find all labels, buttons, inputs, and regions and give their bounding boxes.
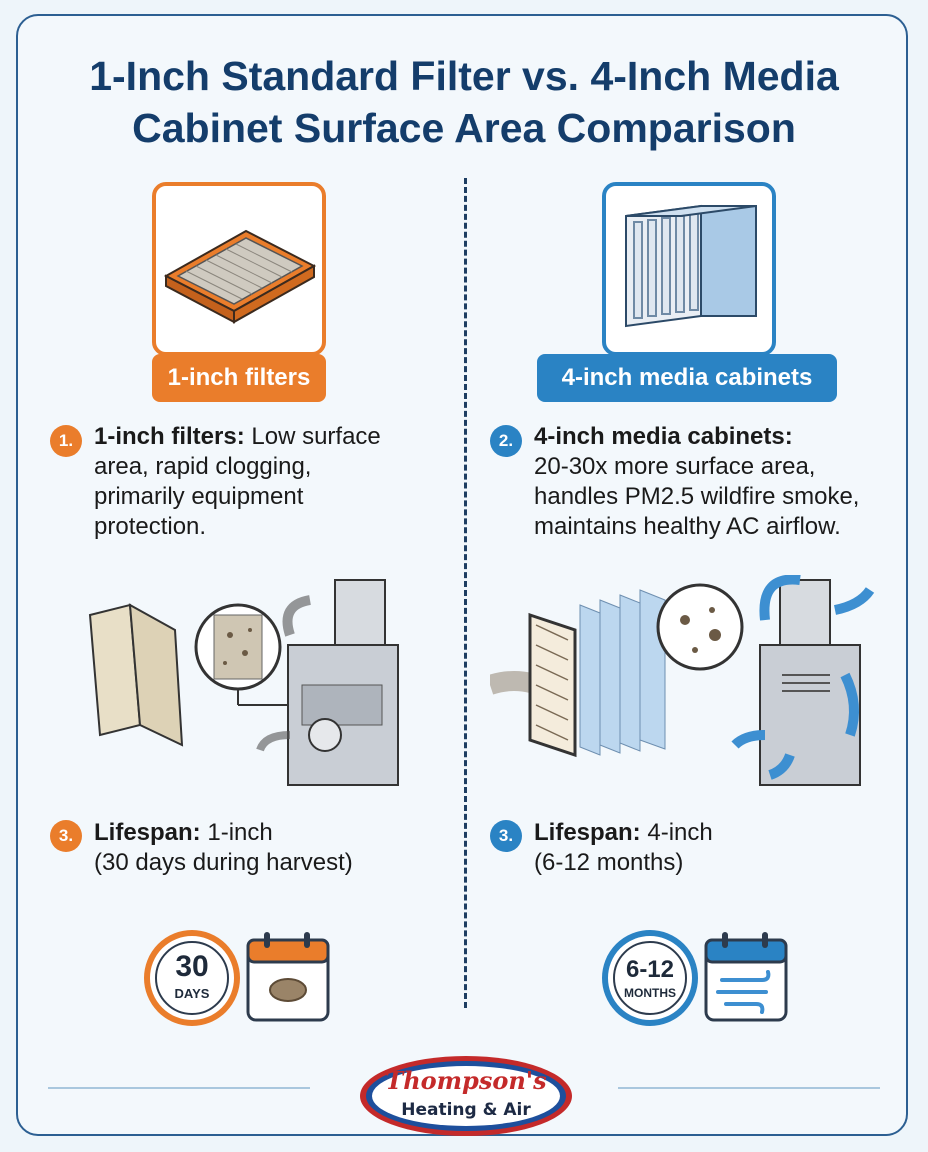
pleated-filter-icon	[88, 603, 184, 747]
months-unit: MONTHS	[624, 986, 676, 1000]
point-2-line-4: maintains healthy AC airflow.	[534, 513, 841, 540]
flat-filter-icon	[163, 229, 317, 324]
media-cabinet-airflow-illustration	[490, 575, 875, 786]
clock-badge-icon: 6-12 MONTHS	[600, 928, 700, 1028]
lifespan-left-heading: Lifespan:	[94, 819, 201, 846]
point-1-line-4: protection.	[94, 513, 207, 540]
lifespan-left-line-2: (30 days during harvest)	[94, 849, 353, 876]
point-number-1: 1.	[50, 425, 82, 457]
title-line-1: 1-Inch Standard Filter vs. 4-Inch Media	[89, 53, 839, 99]
center-divider	[464, 178, 467, 1008]
lifespan-right-line-1: 4-inch	[640, 819, 713, 846]
lifespan-right-line-2: (6-12 months)	[534, 849, 684, 876]
point-1-text: 1-inch filters: Low surface area, rapid …	[94, 422, 381, 542]
logo-name: Thompson's	[385, 1066, 547, 1095]
four-inch-cabinet-card	[602, 182, 776, 356]
one-inch-filters-label: 1-inch filters	[152, 354, 326, 402]
company-logo: Thompson's Heating & Air	[356, 1052, 576, 1140]
point-1-heading: 1-inch filters:	[94, 423, 245, 450]
point-2-line-3: handles PM2.5 wildfire smoke,	[534, 483, 860, 510]
point-number-2: 2.	[490, 425, 522, 457]
point-1-line-1: Low surface	[244, 423, 381, 450]
footer-line-left	[48, 1087, 310, 1089]
lifespan-left-line-1: 1-inch	[200, 819, 273, 846]
media-cabinet-icon	[625, 204, 757, 328]
point-2-heading: 4-inch media cabinets:	[534, 423, 793, 450]
point-2-text: 4-inch media cabinets: 20-30x more surfa…	[534, 422, 859, 542]
point-number-3-right: 3.	[490, 820, 522, 852]
point-2-line-2: 20-30x more surface area,	[534, 453, 816, 480]
footer-line-right	[618, 1087, 880, 1089]
months-value: 6-12	[625, 956, 675, 983]
calendar-dust-icon	[246, 932, 330, 1022]
title-line-2: Cabinet Surface Area Comparison	[132, 105, 796, 151]
furnace-clogged-illustration	[88, 579, 399, 786]
calendar-wind-icon	[704, 932, 788, 1022]
days-value: 30	[175, 950, 209, 983]
lifespan-right-heading: Lifespan:	[534, 819, 641, 846]
logo-tagline: Heating & Air	[401, 1100, 531, 1120]
clock-badge-icon: 30 DAYS	[142, 928, 242, 1028]
days-unit: DAYS	[174, 986, 210, 1001]
lifespan-right-text: Lifespan: 4-inch (6-12 months)	[534, 818, 713, 878]
point-1-line-2: area, rapid clogging,	[94, 453, 312, 480]
one-inch-filter-card	[152, 182, 326, 356]
pleated-filter-icon	[528, 589, 666, 758]
lifespan-left-text: Lifespan: 1-inch (30 days during harvest…	[94, 818, 353, 878]
point-number-3-left: 3.	[50, 820, 82, 852]
four-inch-cabinets-label: 4-inch media cabinets	[537, 354, 837, 402]
page-title: 1-Inch Standard Filter vs. 4-Inch Media …	[0, 50, 928, 154]
point-1-line-3: primarily equipment	[94, 483, 304, 510]
